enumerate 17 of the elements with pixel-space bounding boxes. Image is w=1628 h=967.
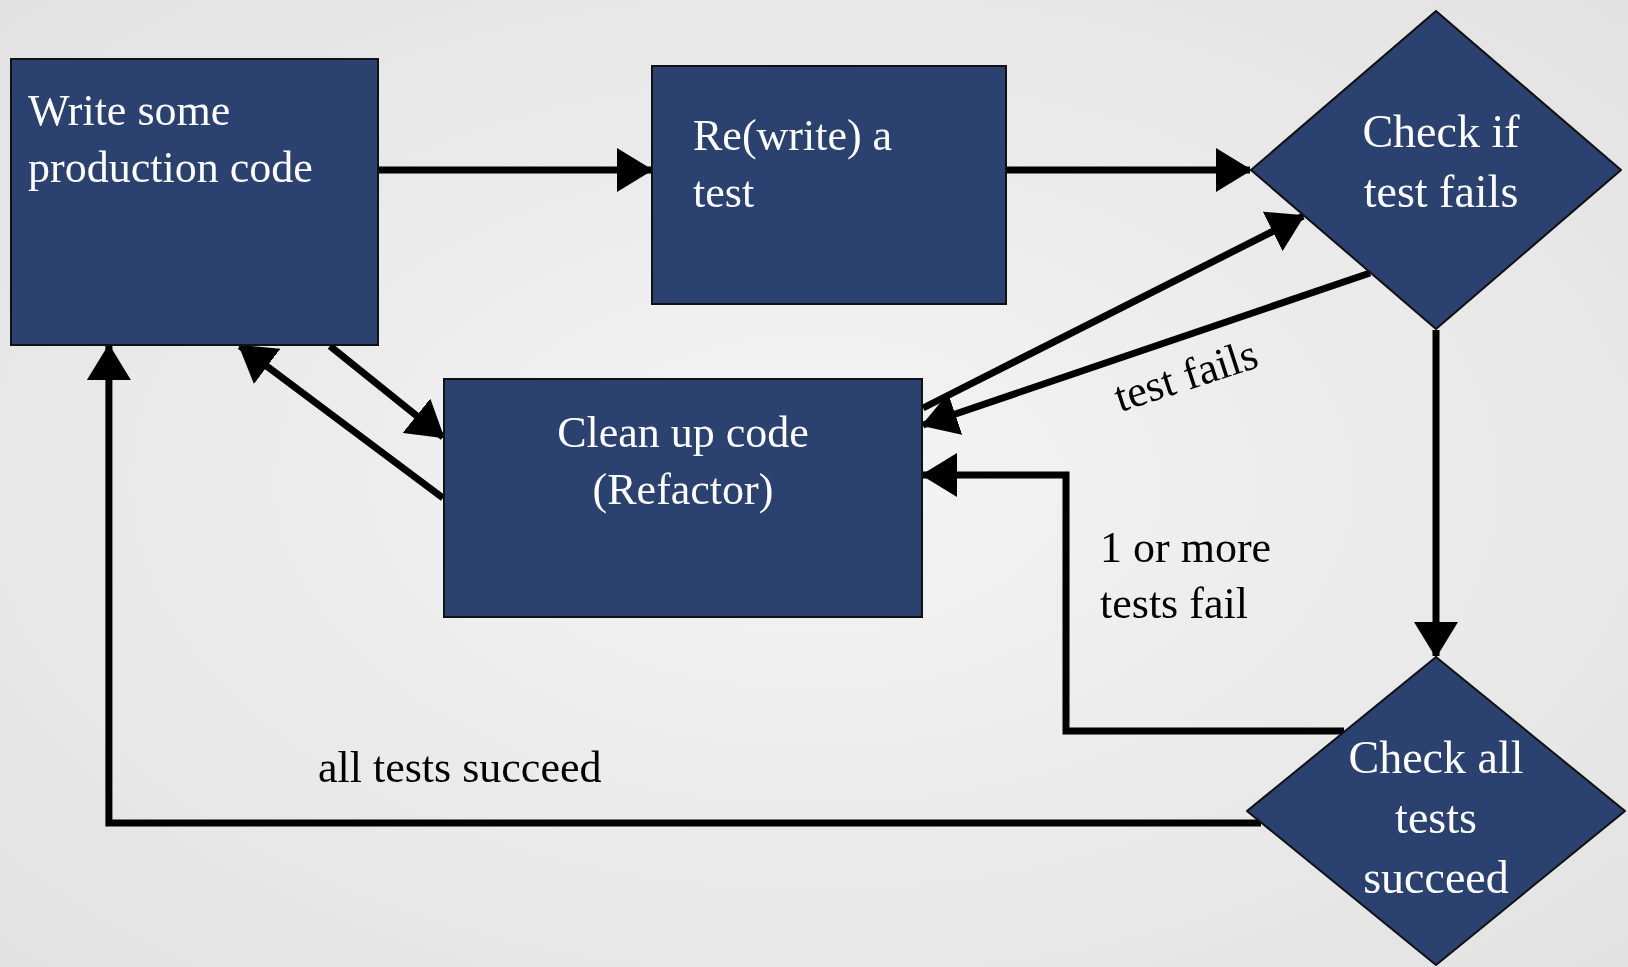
edge-label: 1 or more tests fail xyxy=(1100,522,1273,631)
arrow xyxy=(1007,148,1252,192)
node-label: Write some production code xyxy=(28,85,314,195)
process-box xyxy=(651,65,1007,305)
arrow xyxy=(379,148,653,192)
node-label: Check all tests succeed xyxy=(1347,731,1525,905)
process-box xyxy=(10,58,379,346)
node-label: Re(write) a test xyxy=(693,110,894,220)
process-box xyxy=(443,378,923,618)
decision-diamond xyxy=(1250,10,1622,330)
edge-label: test fails xyxy=(1106,328,1265,424)
decision-diamond xyxy=(1246,656,1626,966)
arrow xyxy=(86,344,1261,827)
edge-label: all tests succeed xyxy=(318,742,602,794)
node-label: Check if test fails xyxy=(1361,105,1521,219)
arrow xyxy=(1414,330,1458,658)
node-label: Clean up code (Refactor) xyxy=(556,407,810,517)
